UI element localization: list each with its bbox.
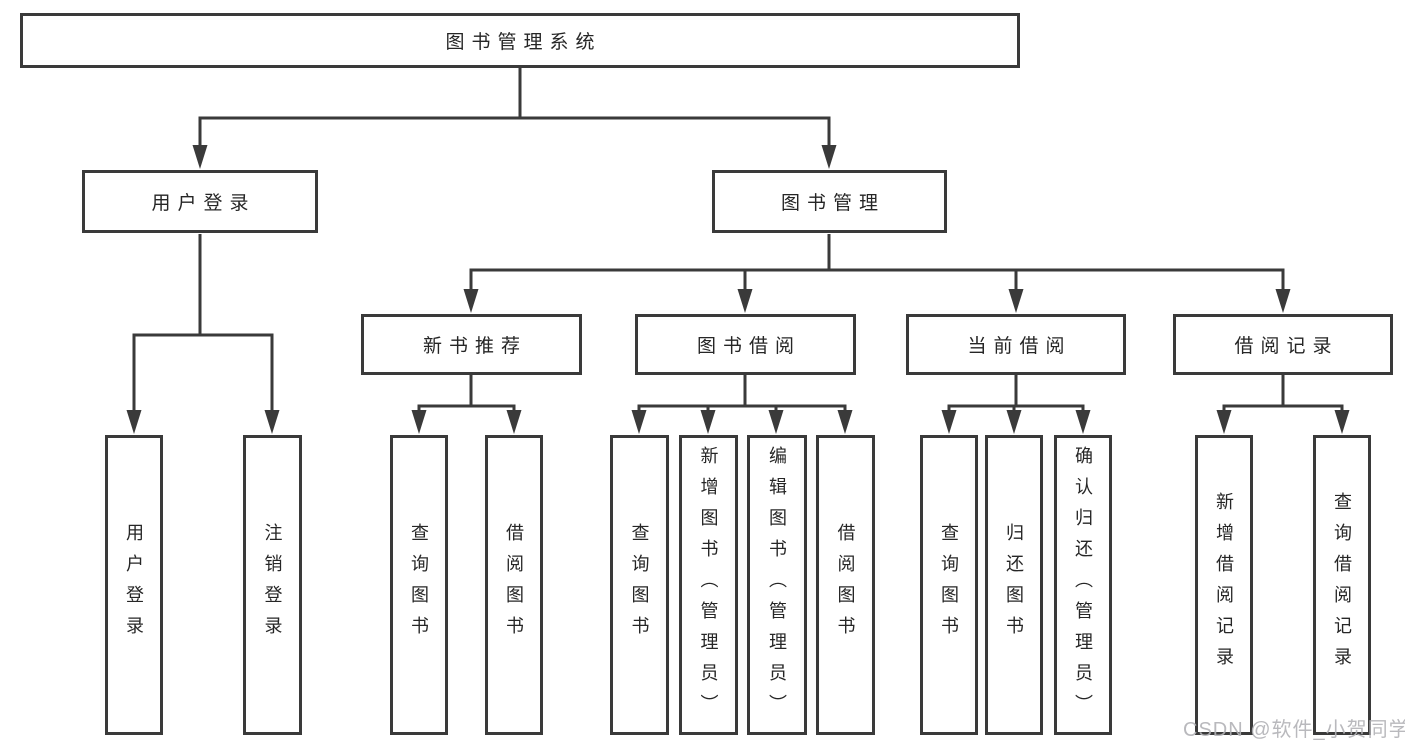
leaf-query-borrow-record: 查询借阅记录 — [1313, 435, 1371, 735]
node-borrow-records-label: 借阅记录 — [1234, 336, 1339, 357]
csdn-watermark: CSDN @软件_小贺同学 — [1183, 719, 1405, 741]
leaf-query-borrow-record-label: 查询借阅记录 — [1332, 492, 1352, 678]
node-new-book-recommend-label: 新书推荐 — [422, 336, 527, 357]
leaf-borrow-books: 借阅图书 — [816, 435, 875, 735]
leaf-user-login-label: 用户登录 — [124, 523, 144, 647]
connector-paths — [132, 68, 1344, 412]
leaf-query-books-current: 查询图书 — [920, 435, 978, 735]
leaf-edit-book-admin-label: 编辑图书（管理员） — [767, 445, 787, 725]
leaf-confirm-return-admin: 确认归还（管理员） — [1054, 435, 1112, 735]
leaf-query-books-recommend-label: 查询图书 — [409, 523, 429, 647]
leaf-edit-book-admin: 编辑图书（管理员） — [747, 435, 807, 735]
leaf-return-book-label: 归还图书 — [1004, 523, 1024, 647]
arrowheads — [126, 145, 1350, 434]
node-book-borrow-label: 图书借阅 — [696, 336, 801, 357]
leaf-logout: 注销登录 — [243, 435, 302, 735]
node-borrow-records: 借阅记录 — [1173, 314, 1393, 375]
leaf-user-login: 用户登录 — [105, 435, 163, 735]
node-new-book-recommend: 新书推荐 — [361, 314, 582, 375]
leaf-borrow-books-recommend-label: 借阅图书 — [504, 523, 524, 647]
leaf-borrow-books-label: 借阅图书 — [835, 523, 856, 647]
node-book-management: 图书管理 — [712, 170, 947, 233]
leaf-query-books-borrow-label: 查询图书 — [629, 523, 650, 647]
node-current-borrow-label: 当前借阅 — [967, 336, 1072, 357]
leaf-add-book-admin-label: 新增图书（管理员） — [698, 445, 719, 725]
leaf-logout-label: 注销登录 — [262, 523, 283, 647]
node-book-management-label: 图书管理 — [780, 193, 885, 214]
leaf-add-book-admin: 新增图书（管理员） — [679, 435, 738, 735]
leaf-add-borrow-record-label: 新增借阅记录 — [1214, 492, 1234, 678]
node-book-management-system: 图书管理系统 — [20, 13, 1020, 68]
leaf-query-books-recommend: 查询图书 — [390, 435, 448, 735]
leaf-borrow-books-recommend: 借阅图书 — [485, 435, 543, 735]
leaf-add-borrow-record: 新增借阅记录 — [1195, 435, 1253, 735]
leaf-confirm-return-admin-label: 确认归还（管理员） — [1073, 445, 1093, 725]
leaf-return-book: 归还图书 — [985, 435, 1043, 735]
node-user-login-label: 用户登录 — [151, 193, 256, 214]
node-book-borrow: 图书借阅 — [635, 314, 856, 375]
node-current-borrow: 当前借阅 — [906, 314, 1126, 375]
leaf-query-books-borrow: 查询图书 — [610, 435, 669, 735]
node-user-login: 用户登录 — [82, 170, 318, 233]
node-book-management-system-label: 图书管理系统 — [445, 32, 602, 53]
leaf-query-books-current-label: 查询图书 — [939, 523, 959, 647]
